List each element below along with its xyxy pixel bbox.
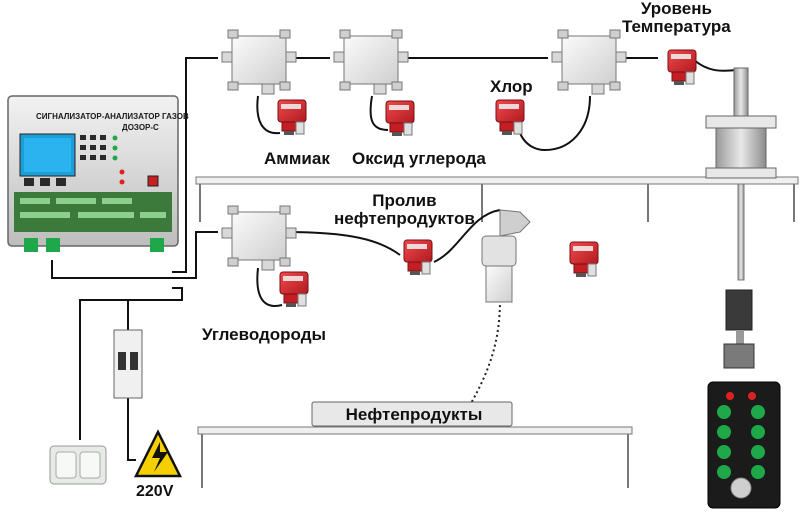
- label-level-temp: Уровень Температура: [622, 0, 731, 36]
- controller-unit: [7, 95, 179, 252]
- sensor-hydrocarbons: [279, 271, 309, 308]
- dotted-link: [469, 299, 501, 406]
- circuit-breaker: [113, 329, 143, 399]
- label-chlorine: Хлор: [490, 77, 533, 96]
- controller-model: ДОЗОР-С: [122, 123, 159, 132]
- label-tank: Нефтепродукты: [345, 405, 483, 424]
- junction-box-3: [551, 29, 627, 95]
- spill-detector: [481, 209, 531, 303]
- signal-panel: [707, 381, 781, 509]
- label-voltage: 220V: [136, 483, 174, 500]
- power-socket: [49, 445, 107, 485]
- label-spill: Пролив нефтепродуктов: [334, 191, 475, 228]
- level-column: [705, 67, 777, 369]
- label-ammonia: Аммиак: [264, 149, 330, 168]
- tank-body: [311, 401, 513, 427]
- sensor-ammonia: [277, 99, 307, 136]
- lower-rail: [197, 426, 633, 488]
- label-co: Оксид углерода: [352, 149, 486, 168]
- junction-box-4: [221, 205, 297, 271]
- sensor-chlorine: [495, 99, 525, 136]
- label-hydrocarbons: Углеводороды: [202, 325, 327, 344]
- sensor-spare: [569, 241, 599, 278]
- junction-box-2: [333, 29, 409, 95]
- upper-rail: [195, 176, 799, 222]
- high-voltage-icon: [133, 429, 183, 478]
- junction-box-1: [221, 29, 297, 95]
- sensor-spill: [403, 239, 433, 276]
- controller-title: СИГНАЛИЗАТОР-АНАЛИЗАТОР ГАЗОВ: [36, 112, 189, 121]
- sensor-co: [385, 100, 415, 137]
- sensor-level-temp: [667, 49, 697, 86]
